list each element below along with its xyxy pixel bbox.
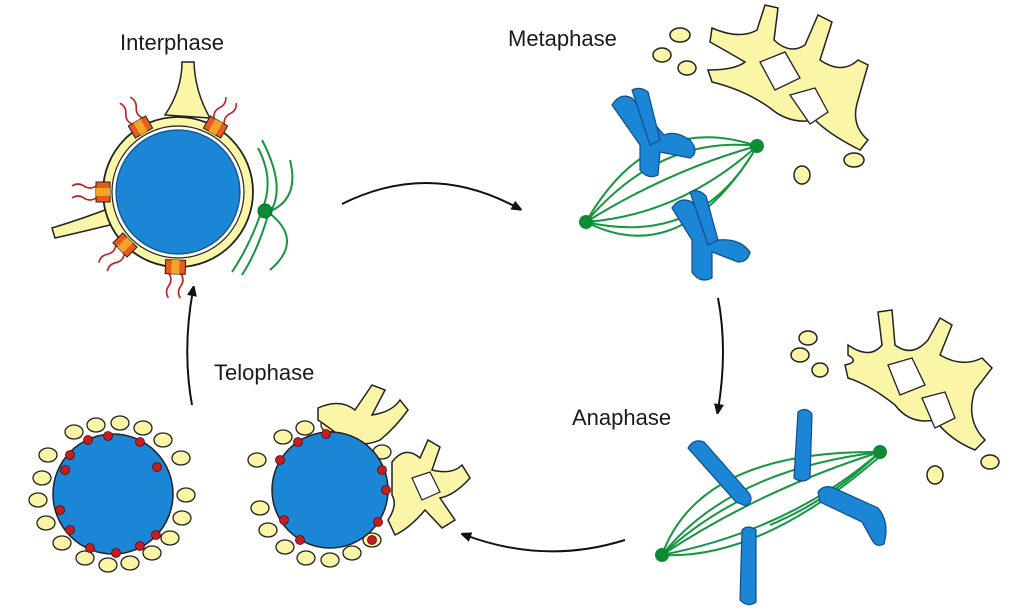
nuclear-pore xyxy=(164,259,187,299)
spindle-pole xyxy=(655,548,669,562)
nuclear-pore xyxy=(119,96,154,139)
anaphase-chromosomes xyxy=(687,408,887,606)
nucleus xyxy=(115,129,241,255)
metaphase-cell xyxy=(579,4,870,281)
telophase-left-nucleus xyxy=(28,415,196,573)
metaphase-chromosomes xyxy=(611,87,751,281)
spindle-pole xyxy=(750,139,764,153)
nuclear-pore xyxy=(98,232,138,272)
vesicles xyxy=(28,415,196,573)
nuclear-pore xyxy=(71,181,111,203)
nucleus xyxy=(271,431,389,549)
spindle-pole xyxy=(873,445,887,459)
arrow-metaphase-to-anaphase xyxy=(718,297,724,410)
telophase-label: Telophase xyxy=(214,360,314,385)
arrow-telophase-to-interphase xyxy=(186,290,193,406)
cycle-arrows xyxy=(186,182,724,553)
arrow-anaphase-to-telophase xyxy=(465,535,626,553)
nuclear-pores xyxy=(71,96,238,299)
er-branch-left xyxy=(51,203,123,239)
anaphase-label: Anaphase xyxy=(572,405,671,430)
chromatin-dots xyxy=(55,431,162,558)
telophase-right-nucleus xyxy=(247,384,471,568)
spindle-pole xyxy=(579,215,593,229)
interphase-cell xyxy=(51,61,294,299)
chromatin-dots xyxy=(275,429,391,545)
metaphase-label: Metaphase xyxy=(508,26,617,51)
er-fragments xyxy=(790,309,1000,485)
anaphase-spindle xyxy=(661,450,881,557)
er-branch-top xyxy=(163,61,212,119)
anaphase-cell xyxy=(655,309,1000,606)
nuclear-pore xyxy=(202,97,238,139)
arrow-interphase-to-metaphase xyxy=(341,182,518,208)
interphase-microtubules xyxy=(231,139,294,276)
interphase-label: Interphase xyxy=(120,30,224,55)
centrosome xyxy=(257,203,273,219)
